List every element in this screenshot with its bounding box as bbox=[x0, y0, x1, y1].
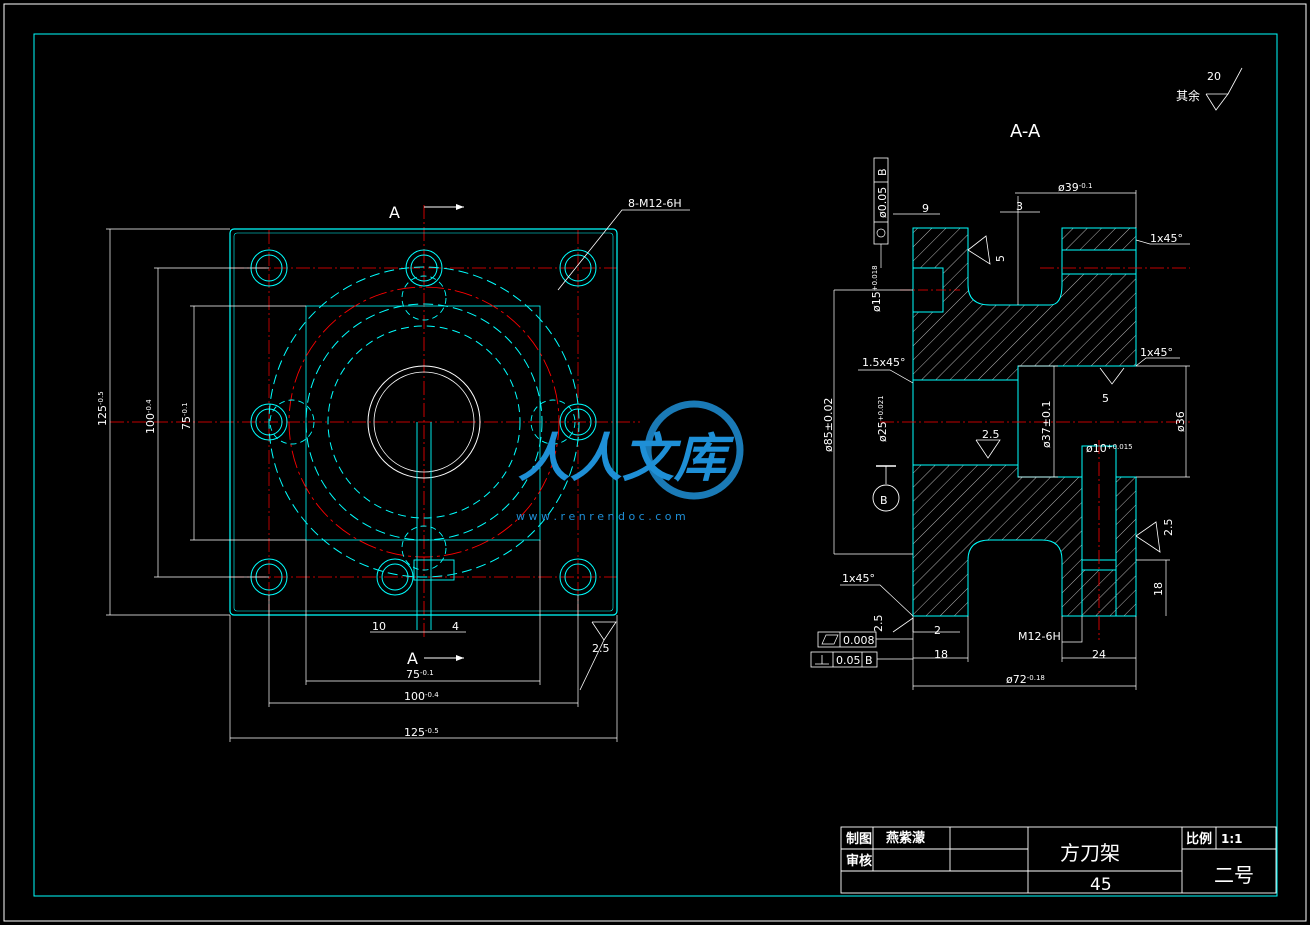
dim-height-100: 100-0.4 bbox=[144, 399, 157, 434]
dim-slot-4: 4 bbox=[452, 620, 459, 633]
outer-sheet-border bbox=[3, 3, 1307, 922]
d37: ø37±0.1 bbox=[1040, 401, 1053, 448]
roughness-5-top: 5 bbox=[994, 255, 1007, 262]
dim-width-100: 100-0.4 bbox=[404, 690, 439, 703]
d10-tolerance: +0.015 bbox=[1107, 443, 1133, 451]
material: 45 bbox=[1090, 875, 1112, 895]
drawn-name: 燕紫濛 bbox=[886, 830, 925, 846]
dim-height-125: 125-0.5 bbox=[96, 391, 109, 426]
watermark-url: w w w . r e n r e n d o c . c o m bbox=[516, 510, 686, 523]
watermark: 人人文库 w w w . r e n r e n d o c . c o m bbox=[516, 400, 744, 523]
d85: ø85±0.02 bbox=[822, 398, 835, 452]
d15: ø15+0.018 bbox=[870, 265, 883, 312]
section-title: A-A bbox=[1010, 121, 1041, 142]
dim-width-75: 75-0.1 bbox=[406, 668, 434, 681]
position-datum: B bbox=[876, 168, 889, 176]
position-value: ø0.05 bbox=[876, 187, 889, 218]
section-view: A-A bbox=[810, 67, 1243, 690]
d36: ø36 bbox=[1174, 411, 1187, 432]
datum-label: B bbox=[880, 494, 888, 507]
d39-tolerance: -0.1 bbox=[1079, 182, 1093, 190]
front-view: A A 8-M12-6H 125-0.5 100-0.4 75-0.1 75-0… bbox=[96, 197, 690, 742]
dim-18-bottom: 18 bbox=[934, 648, 948, 661]
thread-note: M12-6H bbox=[1018, 630, 1061, 643]
roughness-25-right: 2.5 bbox=[1162, 519, 1175, 537]
central-bore bbox=[367, 365, 481, 479]
sheet-size: 二号 bbox=[1214, 863, 1254, 887]
watermark-brand: 人人文库 bbox=[518, 429, 735, 489]
chamfer-mid: 1x45° bbox=[1140, 346, 1173, 359]
roughness-5-mid: 5 bbox=[1102, 392, 1109, 405]
flatness-value: 0.008 bbox=[843, 634, 875, 647]
hole-note: 8-M12-6H bbox=[628, 197, 682, 210]
d25: ø25+0.021 bbox=[876, 395, 889, 442]
section-label-bottom: A bbox=[407, 649, 418, 668]
dim-18-right: 18 bbox=[1152, 582, 1165, 596]
scale-label: 比例 bbox=[1186, 831, 1212, 847]
dim-width-100-tolerance: -0.4 bbox=[425, 691, 439, 699]
dim-3: 3 bbox=[1016, 200, 1023, 213]
perp-datum: B bbox=[865, 654, 873, 667]
dim-width-125: 125-0.5 bbox=[404, 726, 439, 739]
dim-width-125-tolerance: -0.5 bbox=[425, 727, 439, 735]
checked-label: 审核 bbox=[846, 853, 872, 869]
dim-9: 9 bbox=[922, 202, 929, 215]
bolt-holes bbox=[250, 249, 597, 596]
roughness-25-bottom: 2.5 bbox=[872, 615, 885, 633]
d25-tolerance: +0.021 bbox=[877, 395, 885, 421]
dim-height-100-tolerance: -0.4 bbox=[145, 399, 153, 413]
chamfer-top: 1x45° bbox=[1150, 232, 1183, 245]
title-block bbox=[840, 826, 1277, 894]
plate-outline bbox=[229, 228, 618, 616]
d72: ø72-0.18 bbox=[1006, 673, 1045, 686]
scale-value: 1:1 bbox=[1221, 832, 1243, 846]
d39: ø39-0.1 bbox=[1058, 181, 1092, 194]
dim-height-125-tolerance: -0.5 bbox=[97, 391, 105, 405]
d15-tolerance: +0.018 bbox=[871, 265, 879, 291]
flatness-frame bbox=[817, 631, 877, 648]
part-name: 方刀架 bbox=[1060, 841, 1120, 865]
chamfer-15: 1.5x45° bbox=[862, 356, 906, 369]
dim-height-75: 75-0.1 bbox=[180, 402, 193, 430]
datum-b-symbol bbox=[872, 484, 900, 512]
chamfer-bottom: 1x45° bbox=[842, 572, 875, 585]
roughness-front: 2.5 bbox=[592, 642, 610, 655]
dim-width-75-tolerance: -0.1 bbox=[420, 669, 434, 677]
dim-2: 2 bbox=[934, 624, 941, 637]
drawn-label: 制图 bbox=[846, 831, 872, 847]
dim-height-75-tolerance: -0.1 bbox=[181, 402, 189, 416]
inner-drawing-frame bbox=[33, 33, 1278, 897]
roughness-25-mid: 2.5 bbox=[982, 428, 1000, 441]
dim-slot-10: 10 bbox=[372, 620, 386, 633]
perp-value: 0.05 bbox=[836, 654, 861, 667]
perpendicularity-frame bbox=[810, 651, 878, 668]
d72-tolerance: -0.18 bbox=[1027, 674, 1045, 682]
roughness-other-value: 20 bbox=[1207, 70, 1221, 83]
section-label-top: A bbox=[389, 203, 400, 222]
dim-24: 24 bbox=[1092, 648, 1106, 661]
roughness-other-label: 其余 bbox=[1176, 88, 1200, 103]
